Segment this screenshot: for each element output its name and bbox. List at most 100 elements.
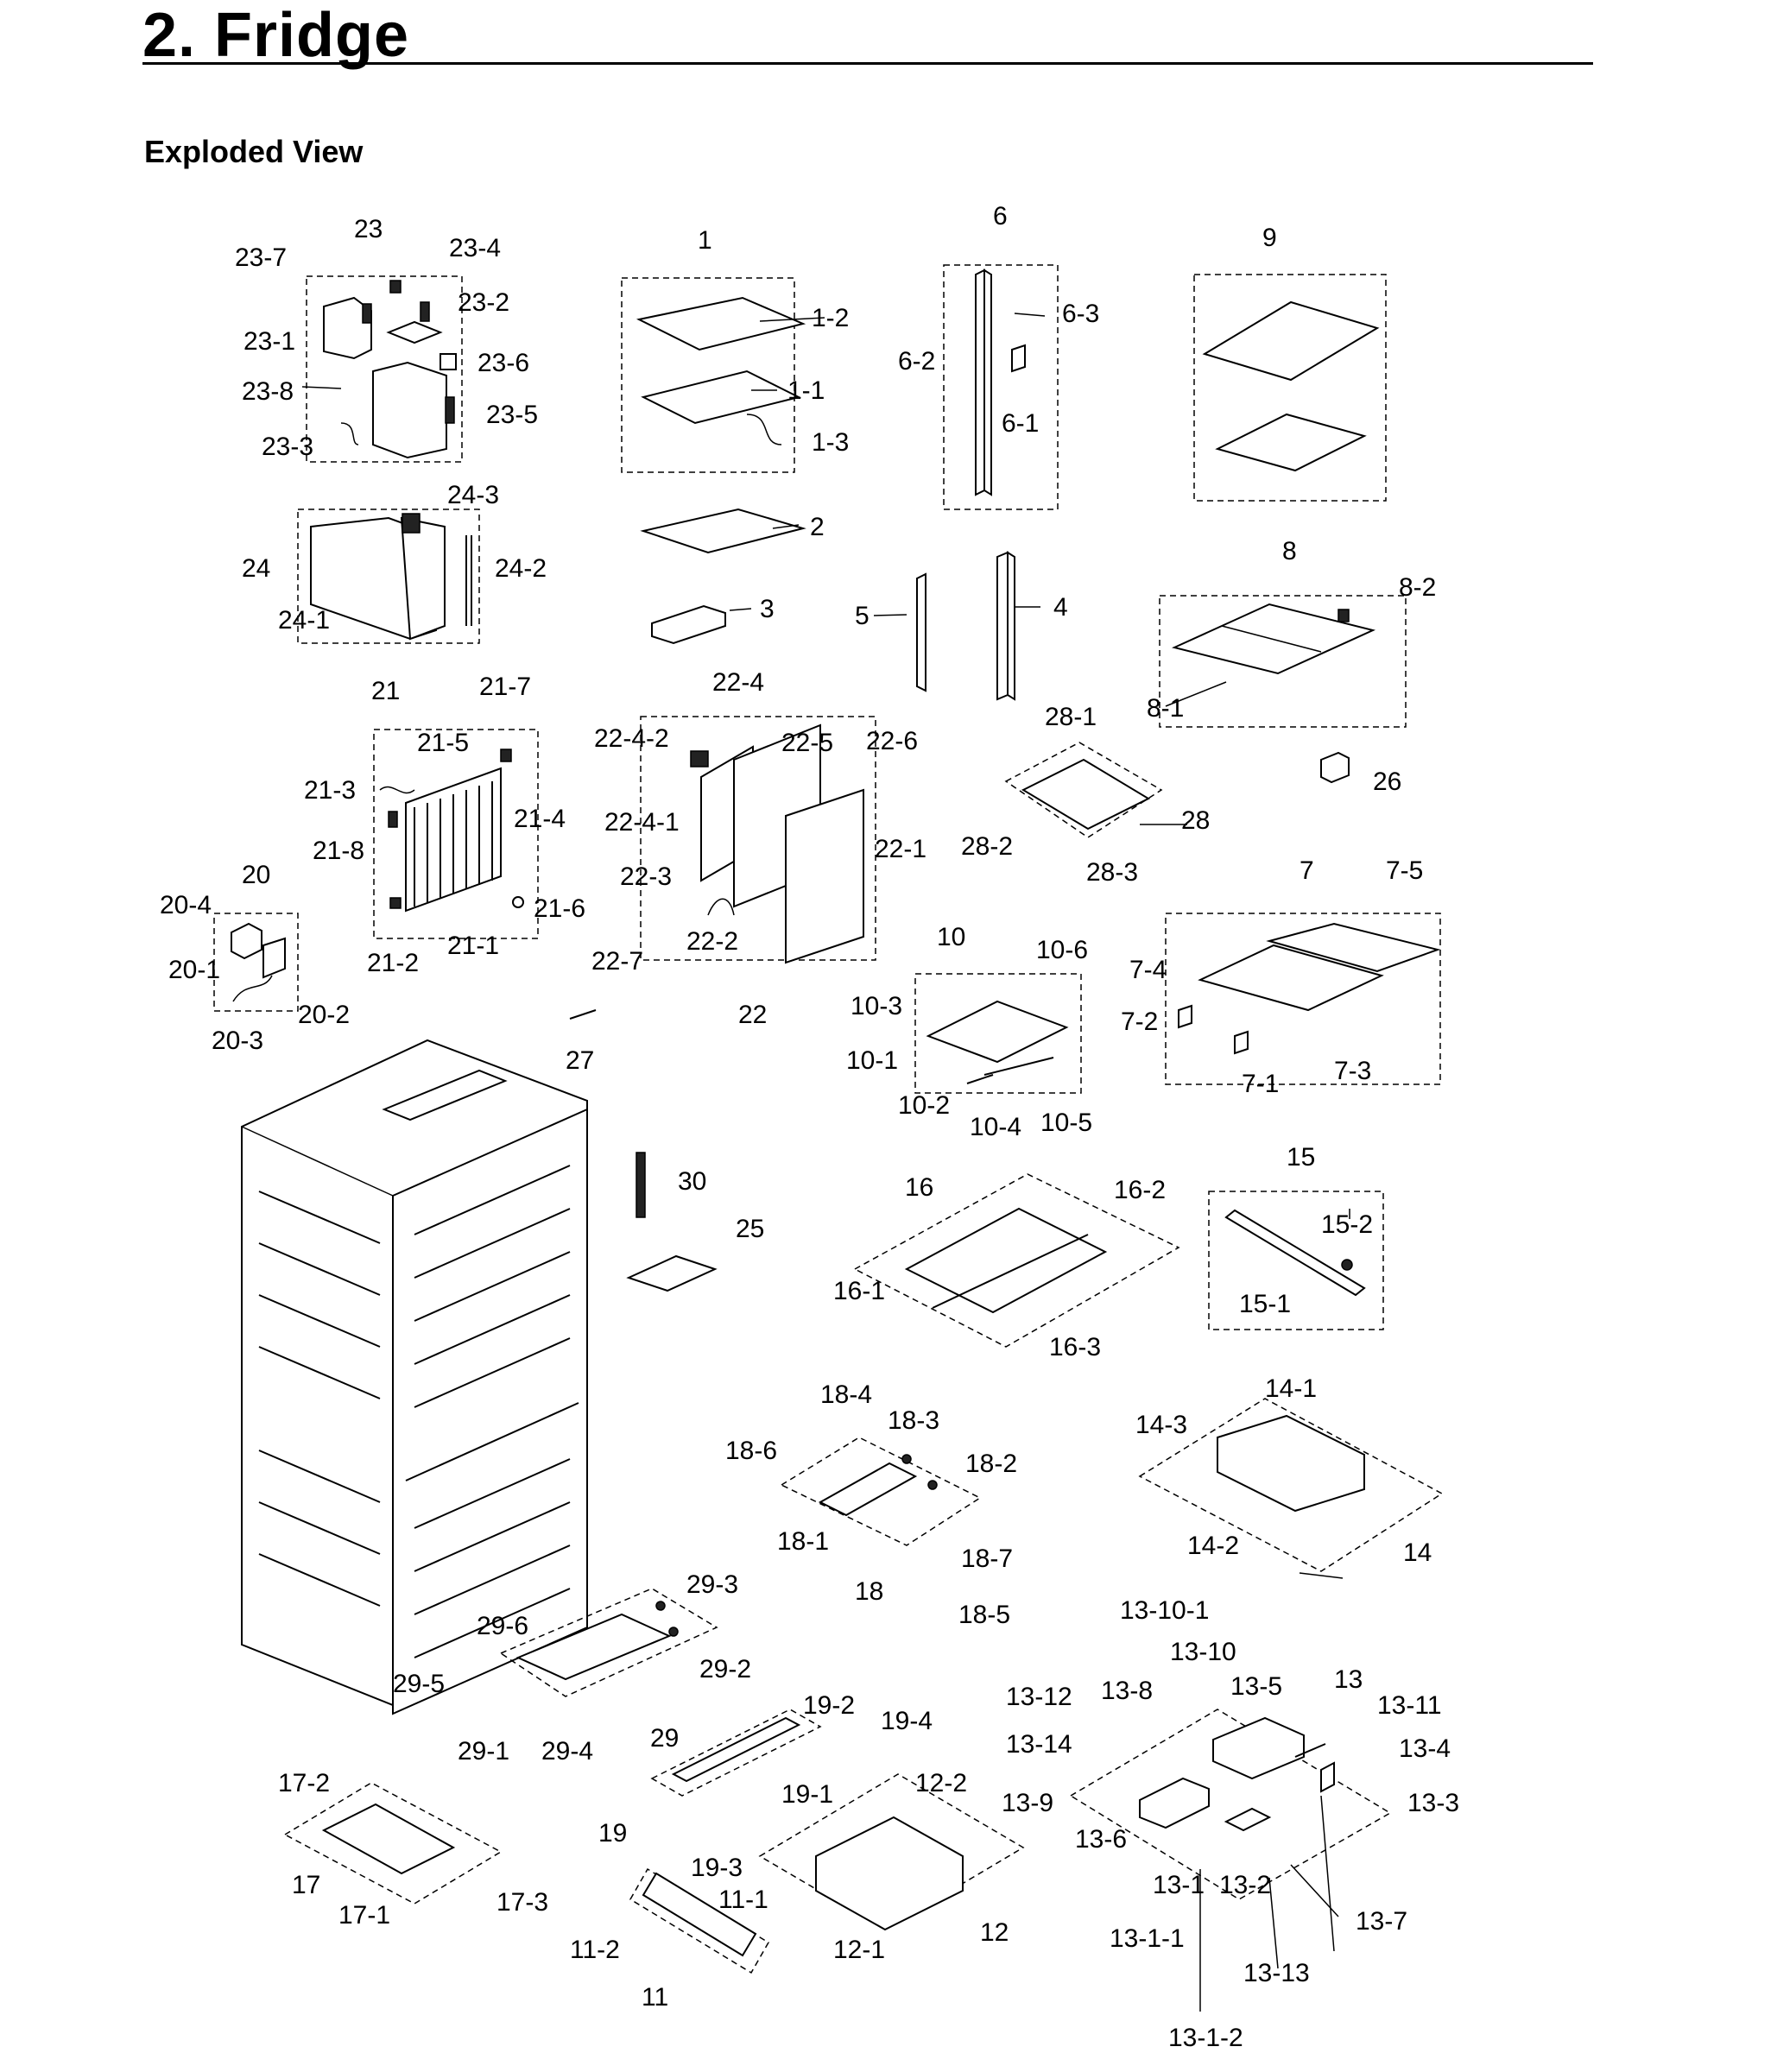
part-label: 18-6 [725, 1437, 777, 1465]
part-label: 23-2 [458, 288, 509, 317]
part-label: 29-2 [699, 1655, 751, 1684]
part-label: 19-2 [803, 1691, 855, 1720]
part-label: 7-3 [1334, 1057, 1371, 1085]
part-label: 19-4 [881, 1707, 933, 1735]
part-label: 8-2 [1399, 573, 1436, 602]
part-label: 23-8 [242, 377, 294, 406]
part-label: 13-2 [1219, 1871, 1271, 1899]
part-label: 11-2 [570, 1936, 620, 1964]
part-label: 13-10 [1170, 1638, 1236, 1666]
part-label: 1-3 [812, 428, 849, 457]
part-label: 18 [855, 1577, 883, 1606]
part-label: 13-10-1 [1120, 1596, 1209, 1625]
group-6-rail [943, 264, 1059, 510]
part-label: 20 [242, 861, 270, 889]
part-label: 18-7 [961, 1545, 1013, 1573]
part-label: 14-3 [1135, 1411, 1187, 1439]
group-19-rail [650, 1709, 822, 1797]
part-label: 7-1 [1242, 1070, 1279, 1098]
part-label: 10-6 [1036, 936, 1088, 964]
part-label: 13-13 [1243, 1959, 1310, 1987]
refrigerator-cabinet [241, 1039, 588, 1715]
part-label: 22-5 [781, 729, 833, 757]
part-label: 23-4 [449, 234, 501, 262]
group-9-shelf [1193, 274, 1387, 502]
part-label: 15 [1287, 1143, 1315, 1172]
part-label: 13-1 [1153, 1871, 1205, 1899]
part-label: 13-14 [1006, 1730, 1072, 1759]
part-label: 22-4-1 [604, 808, 680, 837]
group-18-control [780, 1437, 982, 1546]
part-label: 11-1 [718, 1886, 768, 1914]
part-label: 1-2 [812, 304, 849, 332]
part-label: 21 [371, 677, 400, 705]
part-label: 13-11 [1377, 1691, 1442, 1720]
part-label: 24 [242, 554, 270, 583]
part-label: 7 [1300, 856, 1314, 885]
part-label: 19-3 [691, 1854, 743, 1882]
part-label: 20-3 [212, 1027, 263, 1055]
group-14-drawer [1138, 1398, 1444, 1572]
group-11-cover [629, 1867, 770, 1974]
part-label: 13-1-2 [1168, 2024, 1243, 2052]
part-label: 6-2 [898, 347, 935, 376]
part-label: 2 [810, 513, 825, 541]
part-label: 16-3 [1049, 1333, 1101, 1361]
part-label: 25 [736, 1215, 764, 1243]
part-label: 23-6 [477, 349, 529, 377]
part-label: 23-1 [243, 327, 295, 356]
group-21-evaporator [373, 729, 539, 939]
part-5-rail [916, 572, 926, 692]
part-label: 1 [698, 226, 712, 255]
part-25 [626, 1254, 718, 1292]
part-label: 16-2 [1114, 1176, 1166, 1204]
part-30 [636, 1152, 646, 1218]
part-label: 29-6 [477, 1612, 528, 1640]
group-12-drawer [758, 1773, 1025, 1931]
part-label: 28-1 [1045, 703, 1097, 731]
part-3-module [651, 604, 726, 645]
part-label: 22-4 [712, 668, 764, 697]
part-label: 22 [738, 1001, 767, 1029]
part-label: 15-1 [1239, 1290, 1291, 1318]
part-label: 13-5 [1230, 1672, 1282, 1701]
part-label: 15-2 [1321, 1210, 1373, 1239]
group-7-shelf [1165, 913, 1441, 1085]
part-label: 7-4 [1129, 956, 1167, 984]
part-label: 17-1 [338, 1901, 390, 1930]
part-label: 14 [1403, 1538, 1432, 1567]
group-1-cover-assembly [621, 277, 806, 473]
part-label: 21-8 [313, 837, 364, 865]
part-label: 24-2 [495, 554, 547, 583]
group-8-shelf [1159, 595, 1407, 728]
part-label: 18-4 [820, 1380, 872, 1409]
part-label: 10-1 [846, 1046, 898, 1075]
group-22-duct [640, 716, 876, 964]
part-label: 21-2 [367, 949, 419, 977]
part-label: 21-1 [447, 932, 499, 960]
part-label: 7-5 [1386, 856, 1423, 885]
part-label: 20-2 [298, 1001, 350, 1029]
part-label: 18-2 [965, 1450, 1017, 1478]
part-label: 17-2 [278, 1769, 330, 1797]
part-label: 23-7 [235, 243, 287, 272]
group-17-panel [283, 1782, 503, 1905]
part-label: 21-5 [417, 729, 469, 757]
part-label: 22-2 [686, 927, 738, 956]
part-label: 29-3 [686, 1570, 738, 1599]
part-label: 27 [566, 1046, 594, 1075]
title-underline [142, 62, 1593, 65]
part-label: 20-1 [168, 956, 220, 984]
part-label: 13-3 [1407, 1789, 1459, 1817]
part-label: 8-1 [1147, 694, 1184, 723]
part-label: 13-6 [1075, 1825, 1127, 1854]
section-heading: Exploded View [144, 134, 364, 169]
part-label: 4 [1053, 593, 1068, 622]
part-label: 17 [292, 1871, 320, 1899]
part-label: 29-5 [393, 1670, 445, 1698]
part-label: 28-3 [1086, 858, 1138, 887]
part-label: 18-1 [777, 1527, 829, 1556]
part-label: 18-5 [958, 1601, 1010, 1629]
part-label: 12 [980, 1918, 1009, 1947]
